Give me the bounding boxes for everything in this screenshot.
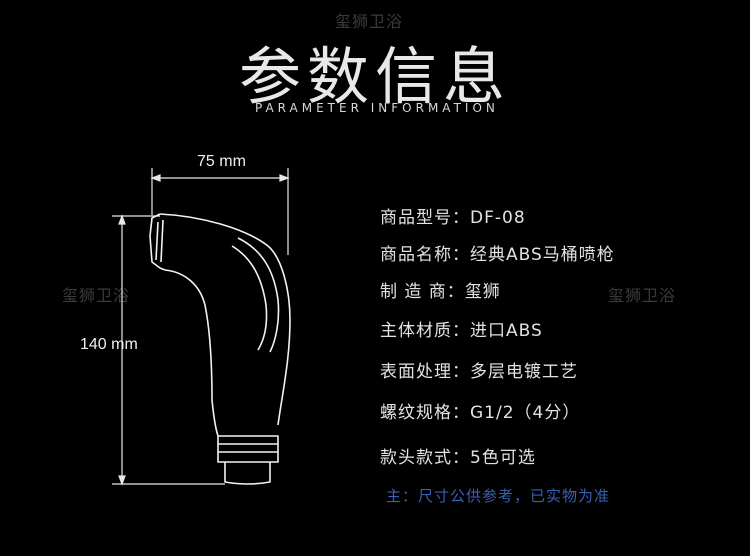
watermark-left: 玺狮卫浴 [62, 286, 131, 305]
spec-row-model: 商品型号：DF-08 [380, 203, 526, 228]
watermark-right: 玺狮卫浴 [608, 286, 677, 305]
spec-value: G1/2（4分） [470, 403, 581, 423]
height-dimension-line [112, 214, 225, 486]
width-dimension-line [150, 168, 290, 255]
spec-label: 款头款式： [380, 448, 470, 468]
spec-value: DF-08 [470, 208, 526, 228]
spec-value: 经典ABS马桶喷枪 [470, 245, 615, 265]
sprayer-outline [149, 213, 291, 485]
page-title: 参数信息 [238, 40, 511, 113]
spec-row-thread: 螺纹规格：G1/2（4分） [380, 398, 580, 423]
spec-row-name: 商品名称：经典ABS马桶喷枪 [380, 240, 615, 265]
spec-label: 商品型号： [380, 208, 470, 228]
spec-row-surface: 表面处理：多层电镀工艺 [380, 357, 578, 382]
spec-label: 表面处理： [380, 362, 470, 382]
spec-row-material: 主体材质：进口ABS [380, 316, 543, 341]
width-dimension-label: 75 mm [197, 153, 246, 170]
disclaimer-note: 主：尺寸公供参考，已实物为准 [386, 487, 611, 505]
spec-value: 5色可选 [470, 448, 536, 468]
spec-label: 主体材质： [380, 321, 470, 341]
height-dimension-label: 140 mm [80, 336, 138, 353]
watermark-top: 玺狮卫浴 [335, 12, 404, 31]
spec-row-style: 款头款式：5色可选 [380, 443, 536, 468]
spec-value: 多层电镀工艺 [470, 362, 578, 382]
page-subtitle: PARAMETER INFORMATION [255, 101, 499, 115]
spec-value: 进口ABS [470, 321, 543, 341]
spec-label: 商品名称： [380, 245, 470, 265]
spec-label: 制 造 商： [380, 282, 465, 302]
spec-label: 螺纹规格： [380, 403, 470, 423]
spec-row-manufacturer: 制 造 商：玺狮 [380, 277, 501, 302]
spec-value: 玺狮 [464, 282, 501, 302]
